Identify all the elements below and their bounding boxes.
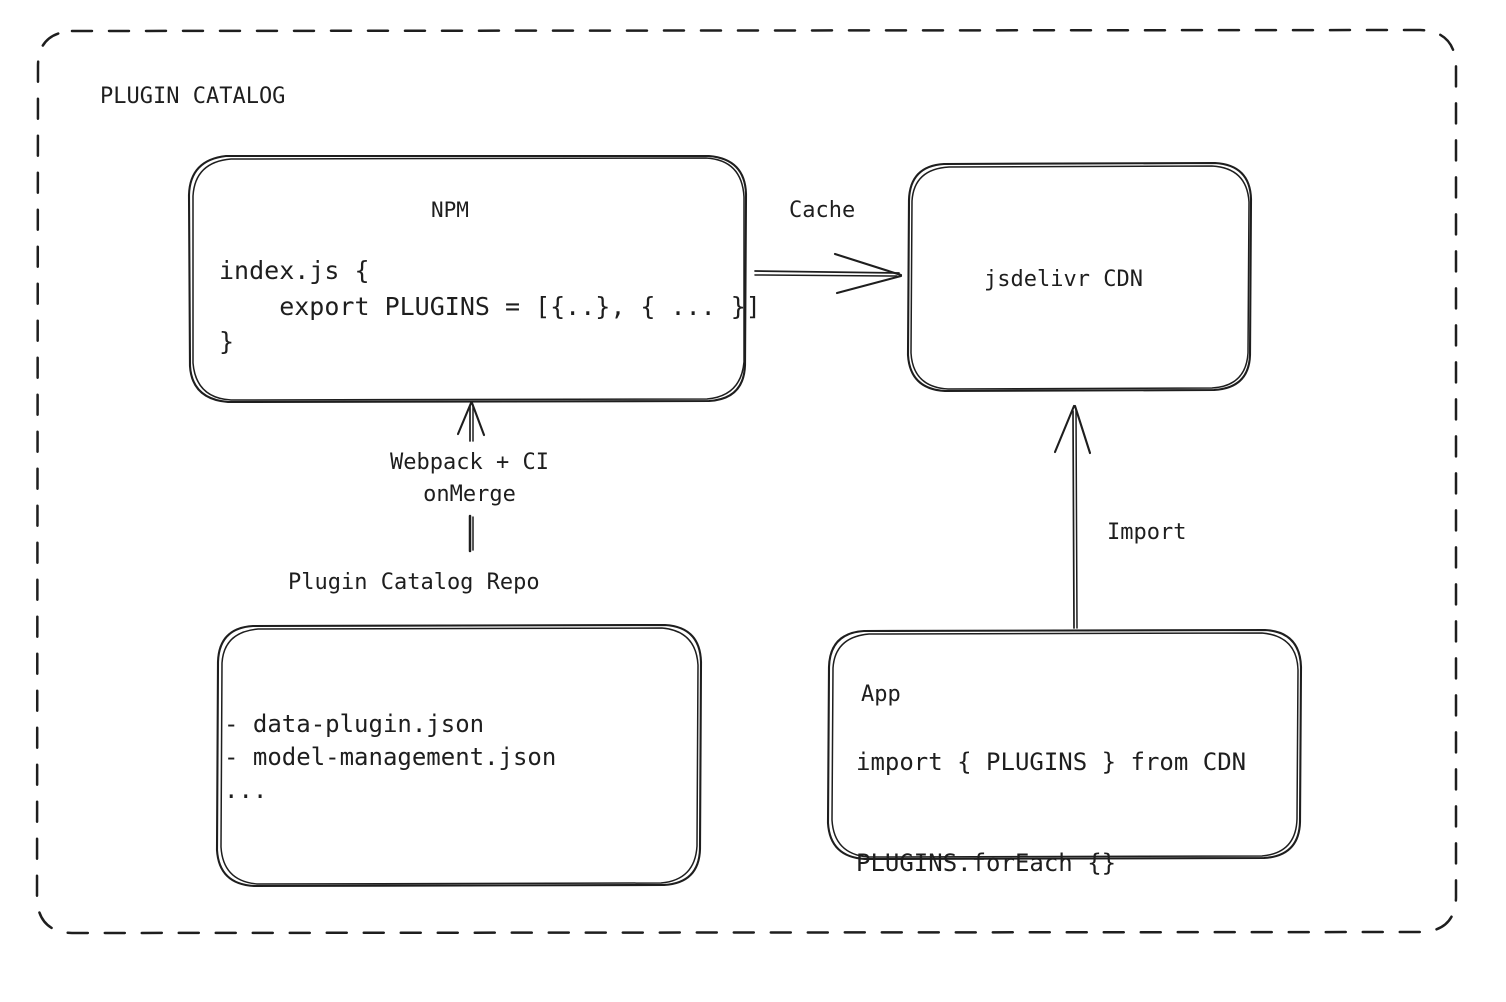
repo-node-file-list: - data-plugin.json - model-management.js…: [224, 710, 557, 805]
build-edge-label: Webpack + CI onMerge: [390, 450, 549, 507]
app-node-code: import { PLUGINS } from CDN PLUGINS.forE…: [856, 748, 1247, 877]
cdn-node-title: jsdelivr CDN: [984, 267, 1143, 292]
plugin-catalog-group-label: PLUGIN CATALOG: [100, 84, 286, 109]
repo-node-caption: Plugin Catalog Repo: [288, 570, 540, 595]
import-edge-label: Import: [1107, 520, 1187, 545]
cache-edge-label: Cache: [789, 198, 856, 223]
npm-node-code: index.js { export PLUGINS = [{..}, { ...…: [219, 256, 761, 356]
import-arrow: [1053, 404, 1092, 629]
npm-node-title: NPM: [431, 198, 469, 222]
cache-arrow: [754, 252, 903, 295]
app-node-title: App: [861, 682, 901, 707]
